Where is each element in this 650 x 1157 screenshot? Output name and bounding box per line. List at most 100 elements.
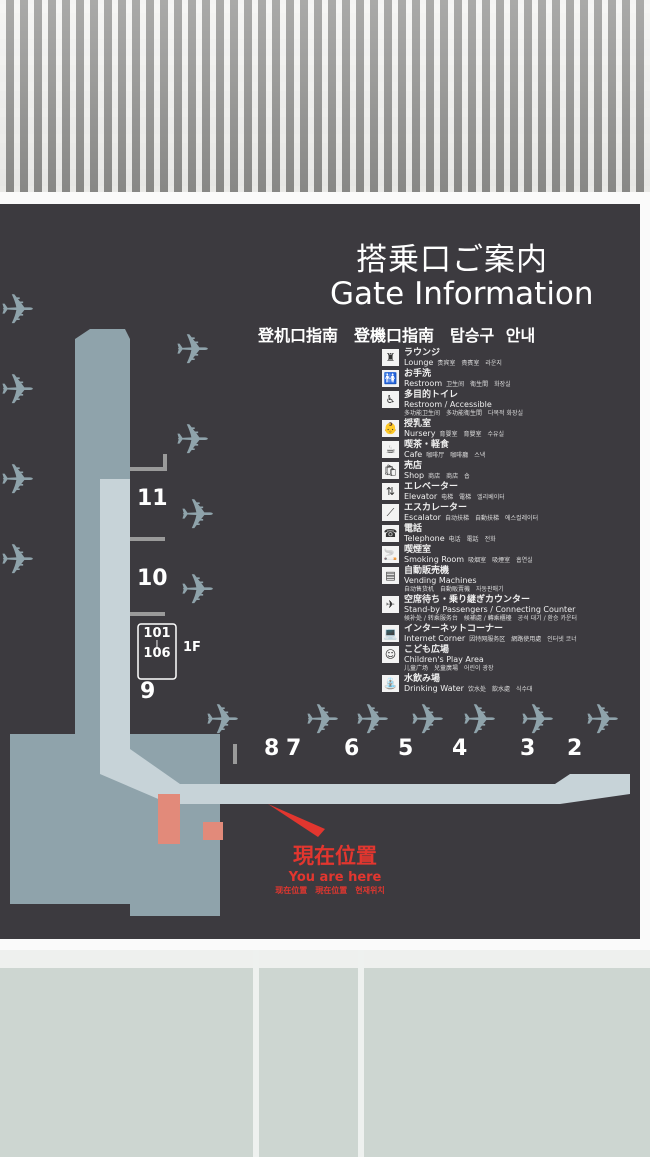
shop-area bbox=[158, 794, 180, 844]
aircraft-icon: ✈ bbox=[205, 695, 240, 744]
you-are-here-jp: 現在位置 bbox=[293, 844, 377, 868]
telephone-icon: ☎ bbox=[382, 525, 399, 542]
legend-label-translations: 贵宾室 貴賓室 라운지 bbox=[437, 360, 502, 367]
smoking-icon: 🚬 bbox=[382, 546, 399, 563]
legend-label-en: Elevator bbox=[404, 492, 438, 501]
you-are-here-en: You are here bbox=[288, 870, 382, 885]
legend-label-translations: 因特网服务区 網路使用處 인터넷 코너 bbox=[469, 636, 577, 643]
internet-icon: 💻 bbox=[382, 625, 399, 642]
legend-label-en: Cafe bbox=[404, 450, 423, 459]
aircraft-icon: ✈ bbox=[0, 535, 35, 584]
legend-label-jp: 水飲み場 bbox=[404, 674, 441, 684]
legend-label-translations: 咖啡厅 咖啡廳 스낵 bbox=[426, 452, 486, 459]
pier-walls bbox=[130, 454, 167, 471]
range-top: 101 bbox=[143, 626, 171, 641]
aircraft-icon: ✈ bbox=[305, 695, 340, 744]
title-english: Gate Information bbox=[330, 276, 594, 312]
legend-label-jp: 喫茶・軽食 bbox=[404, 440, 450, 450]
legend-label-en: Escalator bbox=[404, 513, 441, 522]
gate-3: 3 bbox=[520, 736, 536, 761]
ceiling-shade bbox=[0, 0, 650, 195]
gate-2: 2 bbox=[567, 736, 583, 761]
legend-label-jp: 多目的トイレ bbox=[404, 390, 459, 400]
wall-panels bbox=[0, 950, 650, 1157]
sign-board: ✈ ✈ ✈ ✈ ✈ ✈ ✈ ✈ ✈ ✈ ✈ ✈ ✈ ✈ ✈ 搭乗口ご案内 Gat… bbox=[0, 204, 640, 939]
accessible-icon: ♿ bbox=[382, 391, 399, 408]
lounge-gate-range: 101 | 106 bbox=[138, 626, 176, 661]
legend-label-translations: 多功能卫生间 多功能衛生間 다목적 화장실 bbox=[404, 410, 524, 417]
range-bottom: 106 bbox=[143, 646, 171, 661]
aircraft-icon: ✈ bbox=[0, 285, 35, 334]
legend-label-en: Vending Machines bbox=[404, 576, 477, 585]
range-separator: | bbox=[155, 639, 159, 648]
legend-label-en: Nursery bbox=[404, 429, 436, 438]
aircraft-icon: ✈ bbox=[410, 695, 445, 744]
legend-label-jp: 授乳室 bbox=[404, 419, 432, 429]
gate-6: 6 bbox=[344, 736, 360, 761]
drinking-water-icon: ⛲ bbox=[382, 675, 399, 692]
nursery-icon: 👶 bbox=[382, 420, 399, 437]
title-translations: 登机口指南 登機口指南 탑승구 안내 bbox=[258, 326, 536, 345]
legend-label-translations: 自动售货机 自動販賣機 자동판매기 bbox=[404, 586, 504, 593]
shop-icon: 🛍 bbox=[382, 462, 399, 479]
elevator-icon: ⇅ bbox=[382, 483, 399, 500]
gate-7: 7 bbox=[286, 736, 302, 761]
legend-label-translations: 吸烟室 吸煙室 흡연실 bbox=[468, 557, 533, 564]
aircraft-icon: ✈ bbox=[180, 565, 215, 614]
escalator-icon: ⟋ bbox=[382, 504, 399, 521]
legend-label-jp: お手洗 bbox=[404, 369, 432, 379]
you-are-here-arrow bbox=[268, 804, 325, 837]
floor-label: 1F bbox=[183, 640, 201, 655]
aircraft-icon: ✈ bbox=[0, 455, 35, 504]
aircraft-icon: ✈ bbox=[462, 695, 497, 744]
legend-label-jp: こども広場 bbox=[404, 645, 450, 655]
legend-label-en: Internet Corner bbox=[404, 634, 466, 643]
aircraft-icon: ✈ bbox=[585, 695, 620, 744]
aircraft-group: ✈ ✈ ✈ ✈ ✈ ✈ ✈ ✈ ✈ ✈ ✈ ✈ ✈ ✈ ✈ bbox=[0, 285, 620, 744]
legend-label-translations: 候补处 / 转乘服务台 候補處 / 轉乘櫃檯 공석 대기 / 환승 카운터 bbox=[404, 615, 578, 622]
gate-10: 10 bbox=[137, 566, 168, 591]
legend-label-jp: 電話 bbox=[404, 524, 423, 534]
legend-label-jp: 売店 bbox=[404, 461, 423, 471]
legend-label-en: Restroom / Accessible bbox=[404, 400, 492, 409]
shop-area bbox=[203, 822, 223, 840]
legend-label-jp: エレベーター bbox=[404, 482, 459, 492]
legend-label-jp: 自動販売機 bbox=[404, 566, 450, 576]
legend-label-en: Children's Play Area bbox=[404, 655, 484, 664]
ceiling-grille bbox=[0, 0, 650, 195]
wall-rail bbox=[0, 950, 650, 968]
terminal-map: ✈ ✈ ✈ ✈ ✈ ✈ ✈ ✈ ✈ ✈ ✈ ✈ ✈ ✈ ✈ bbox=[0, 285, 630, 916]
legend-label-jp: エスカレーター bbox=[404, 503, 468, 513]
legend-label-en: Telephone bbox=[404, 534, 445, 543]
legend-label-jp: インターネットコーナー bbox=[404, 624, 504, 634]
you-are-here: 現在位置 You are here 现在位置 現在位置 현재위치 bbox=[260, 840, 410, 896]
gate-information-sign: ✈ ✈ ✈ ✈ ✈ ✈ ✈ ✈ ✈ ✈ ✈ ✈ ✈ ✈ ✈ 搭乗口ご案内 Gat… bbox=[0, 192, 650, 950]
legend-label-jp: 喫煙室 bbox=[404, 545, 432, 555]
panel-seam bbox=[358, 950, 364, 1157]
standby-icon: ✈ bbox=[382, 596, 399, 613]
legend-label-translations: 电梯 電梯 엘리베이터 bbox=[441, 494, 505, 501]
legend-label-jp: 空席待ち・乗り継ぎカウンター bbox=[404, 595, 531, 605]
legend-item: ✈ 空席待ち・乗り継ぎカウンター Stand-by Passengers / C… bbox=[382, 596, 637, 623]
legend-label-en: Restroom bbox=[404, 379, 443, 388]
legend-label-en: Smoking Room bbox=[404, 555, 465, 564]
panel-seam bbox=[253, 950, 259, 1157]
aircraft-icon: ✈ bbox=[355, 695, 390, 744]
you-are-here-translations: 现在位置 現在位置 현재위치 bbox=[275, 886, 385, 895]
legend-label-jp: ラウンジ bbox=[404, 348, 441, 358]
title-japanese: 搭乗口ご案内 bbox=[356, 242, 548, 278]
lounge-box bbox=[137, 623, 177, 680]
